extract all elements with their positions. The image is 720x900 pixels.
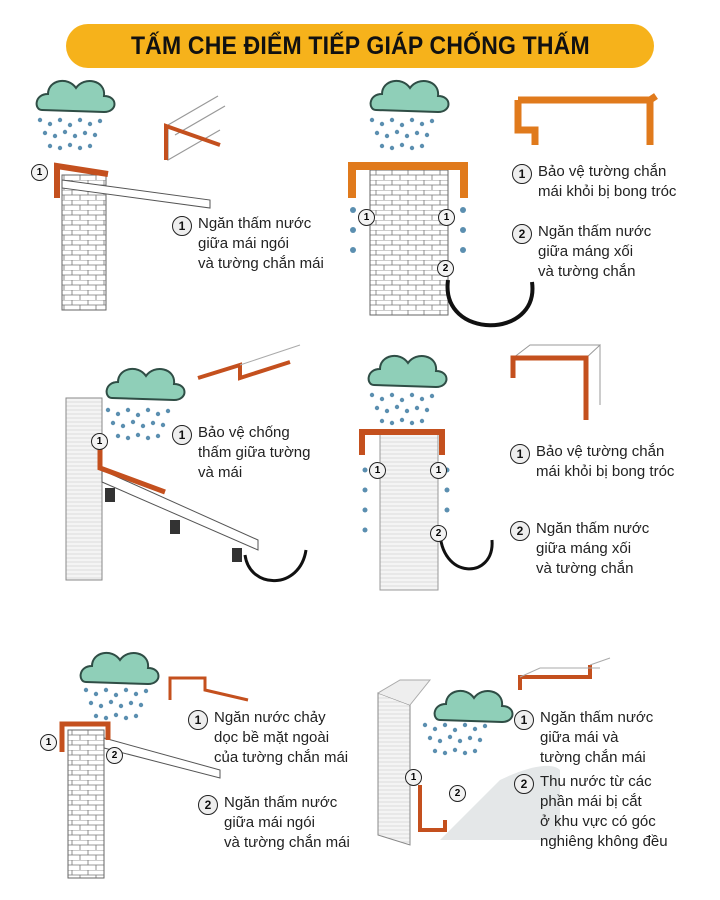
note-line: phần mái bị cắt — [540, 793, 642, 810]
number-badge: 2 — [512, 224, 532, 244]
marker-2: 2 — [449, 785, 466, 802]
note: 1 Bảo vệ chống thấm giữa tường và mái — [172, 423, 310, 483]
note: 2 Thu nước từ các phần mái bị cắt ở khu vự… — [514, 772, 668, 852]
note-line: tường chắn mái — [540, 749, 646, 766]
note-line: Bảo vệ tường chắn — [538, 163, 667, 180]
note-line: giữa máng xối — [538, 243, 634, 260]
number-badge: 1 — [510, 444, 530, 464]
note-line: giữa mái ngói — [224, 814, 315, 831]
panel-2-illustration — [348, 79, 658, 328]
marker-1: 1 — [438, 209, 455, 226]
marker-2: 2 — [106, 747, 123, 764]
note-line: giữa mái và — [540, 729, 619, 746]
note-line: và mái — [198, 464, 243, 481]
note-line: Thu nước từ các — [540, 773, 652, 790]
note: 1 Bảo vệ tường chắn mái khỏi bị bong tróc — [510, 442, 674, 482]
marker-2: 2 — [430, 525, 447, 542]
note-line: mái khỏi bị bong tróc — [536, 463, 675, 480]
note: 2 Ngăn thấm nước giữa mái ngói và tường ch… — [198, 793, 350, 853]
number-badge: 1 — [172, 216, 192, 236]
note-line: Ngăn thấm nước — [536, 520, 650, 537]
number-badge: 1 — [514, 710, 534, 730]
marker-1: 1 — [430, 462, 447, 479]
note-line: giữa máng xối — [536, 540, 632, 557]
panel-3-illustration — [65, 344, 308, 583]
note: 1 Bảo vệ tường chắn mái khỏi bị bong tróc — [512, 162, 676, 202]
number-badge: 2 — [510, 521, 530, 541]
note: 1 Ngăn nước chảy dọc bề mặt ngoài của tườn… — [188, 708, 348, 768]
note-line: Ngăn nước chảy — [214, 709, 326, 726]
marker-1: 1 — [31, 164, 48, 181]
note-line: dọc bề mặt ngoài — [214, 729, 330, 746]
number-badge: 2 — [514, 774, 534, 794]
title-text: TẤM CHE ĐIỂM TIẾP GIÁP CHỐNG THẤM — [130, 31, 590, 60]
note-line: Ngăn thấm nước — [224, 794, 338, 811]
marker-2: 2 — [437, 260, 454, 277]
title-banner: TẤM CHE ĐIỂM TIẾP GIÁP CHỐNG THẤM — [66, 24, 654, 68]
number-badge: 1 — [172, 425, 192, 445]
note: 2 Ngăn thấm nước giữa máng xối và tường ch… — [510, 519, 649, 579]
note-line: nghiêng không đều — [540, 833, 668, 850]
note-line: và tường chắn — [536, 560, 634, 577]
note-line: và tường chắn mái — [224, 834, 350, 851]
note-line: Bảo vệ tường chắn — [536, 443, 665, 460]
note-line: Ngăn thấm nước — [540, 709, 654, 726]
note-line: Ngăn thấm nước — [198, 215, 312, 232]
note-line: ở khu vực có góc — [540, 813, 656, 830]
note-line: giữa mái ngói — [198, 235, 289, 252]
note-line: và tường chắn — [538, 263, 636, 280]
note: 2 Ngăn thấm nước giữa máng xối và tường ch… — [512, 222, 651, 282]
note-line: mái khỏi bị bong tróc — [538, 183, 677, 200]
panel-4-illustration — [359, 343, 601, 591]
panel-1-illustration — [35, 79, 226, 311]
note: 1 Ngăn thấm nước giữa mái và tường chắn má… — [514, 708, 653, 768]
number-badge: 1 — [512, 164, 532, 184]
note-line: Ngăn thấm nước — [538, 223, 652, 240]
note: 1 Ngăn thấm nước giữa mái ngói và tường ch… — [172, 214, 324, 274]
note-line: thấm giữa tường — [198, 444, 311, 461]
marker-1: 1 — [369, 462, 386, 479]
note-line: của tường chắn mái — [214, 749, 349, 766]
panel-5-illustration — [59, 651, 249, 879]
note-line: Bảo vệ chống — [198, 424, 290, 441]
number-badge: 2 — [198, 795, 218, 815]
marker-1: 1 — [40, 734, 57, 751]
marker-1: 1 — [358, 209, 375, 226]
number-badge: 1 — [188, 710, 208, 730]
marker-1: 1 — [405, 769, 422, 786]
marker-1: 1 — [91, 433, 108, 450]
note-line: và tường chắn mái — [198, 255, 324, 272]
